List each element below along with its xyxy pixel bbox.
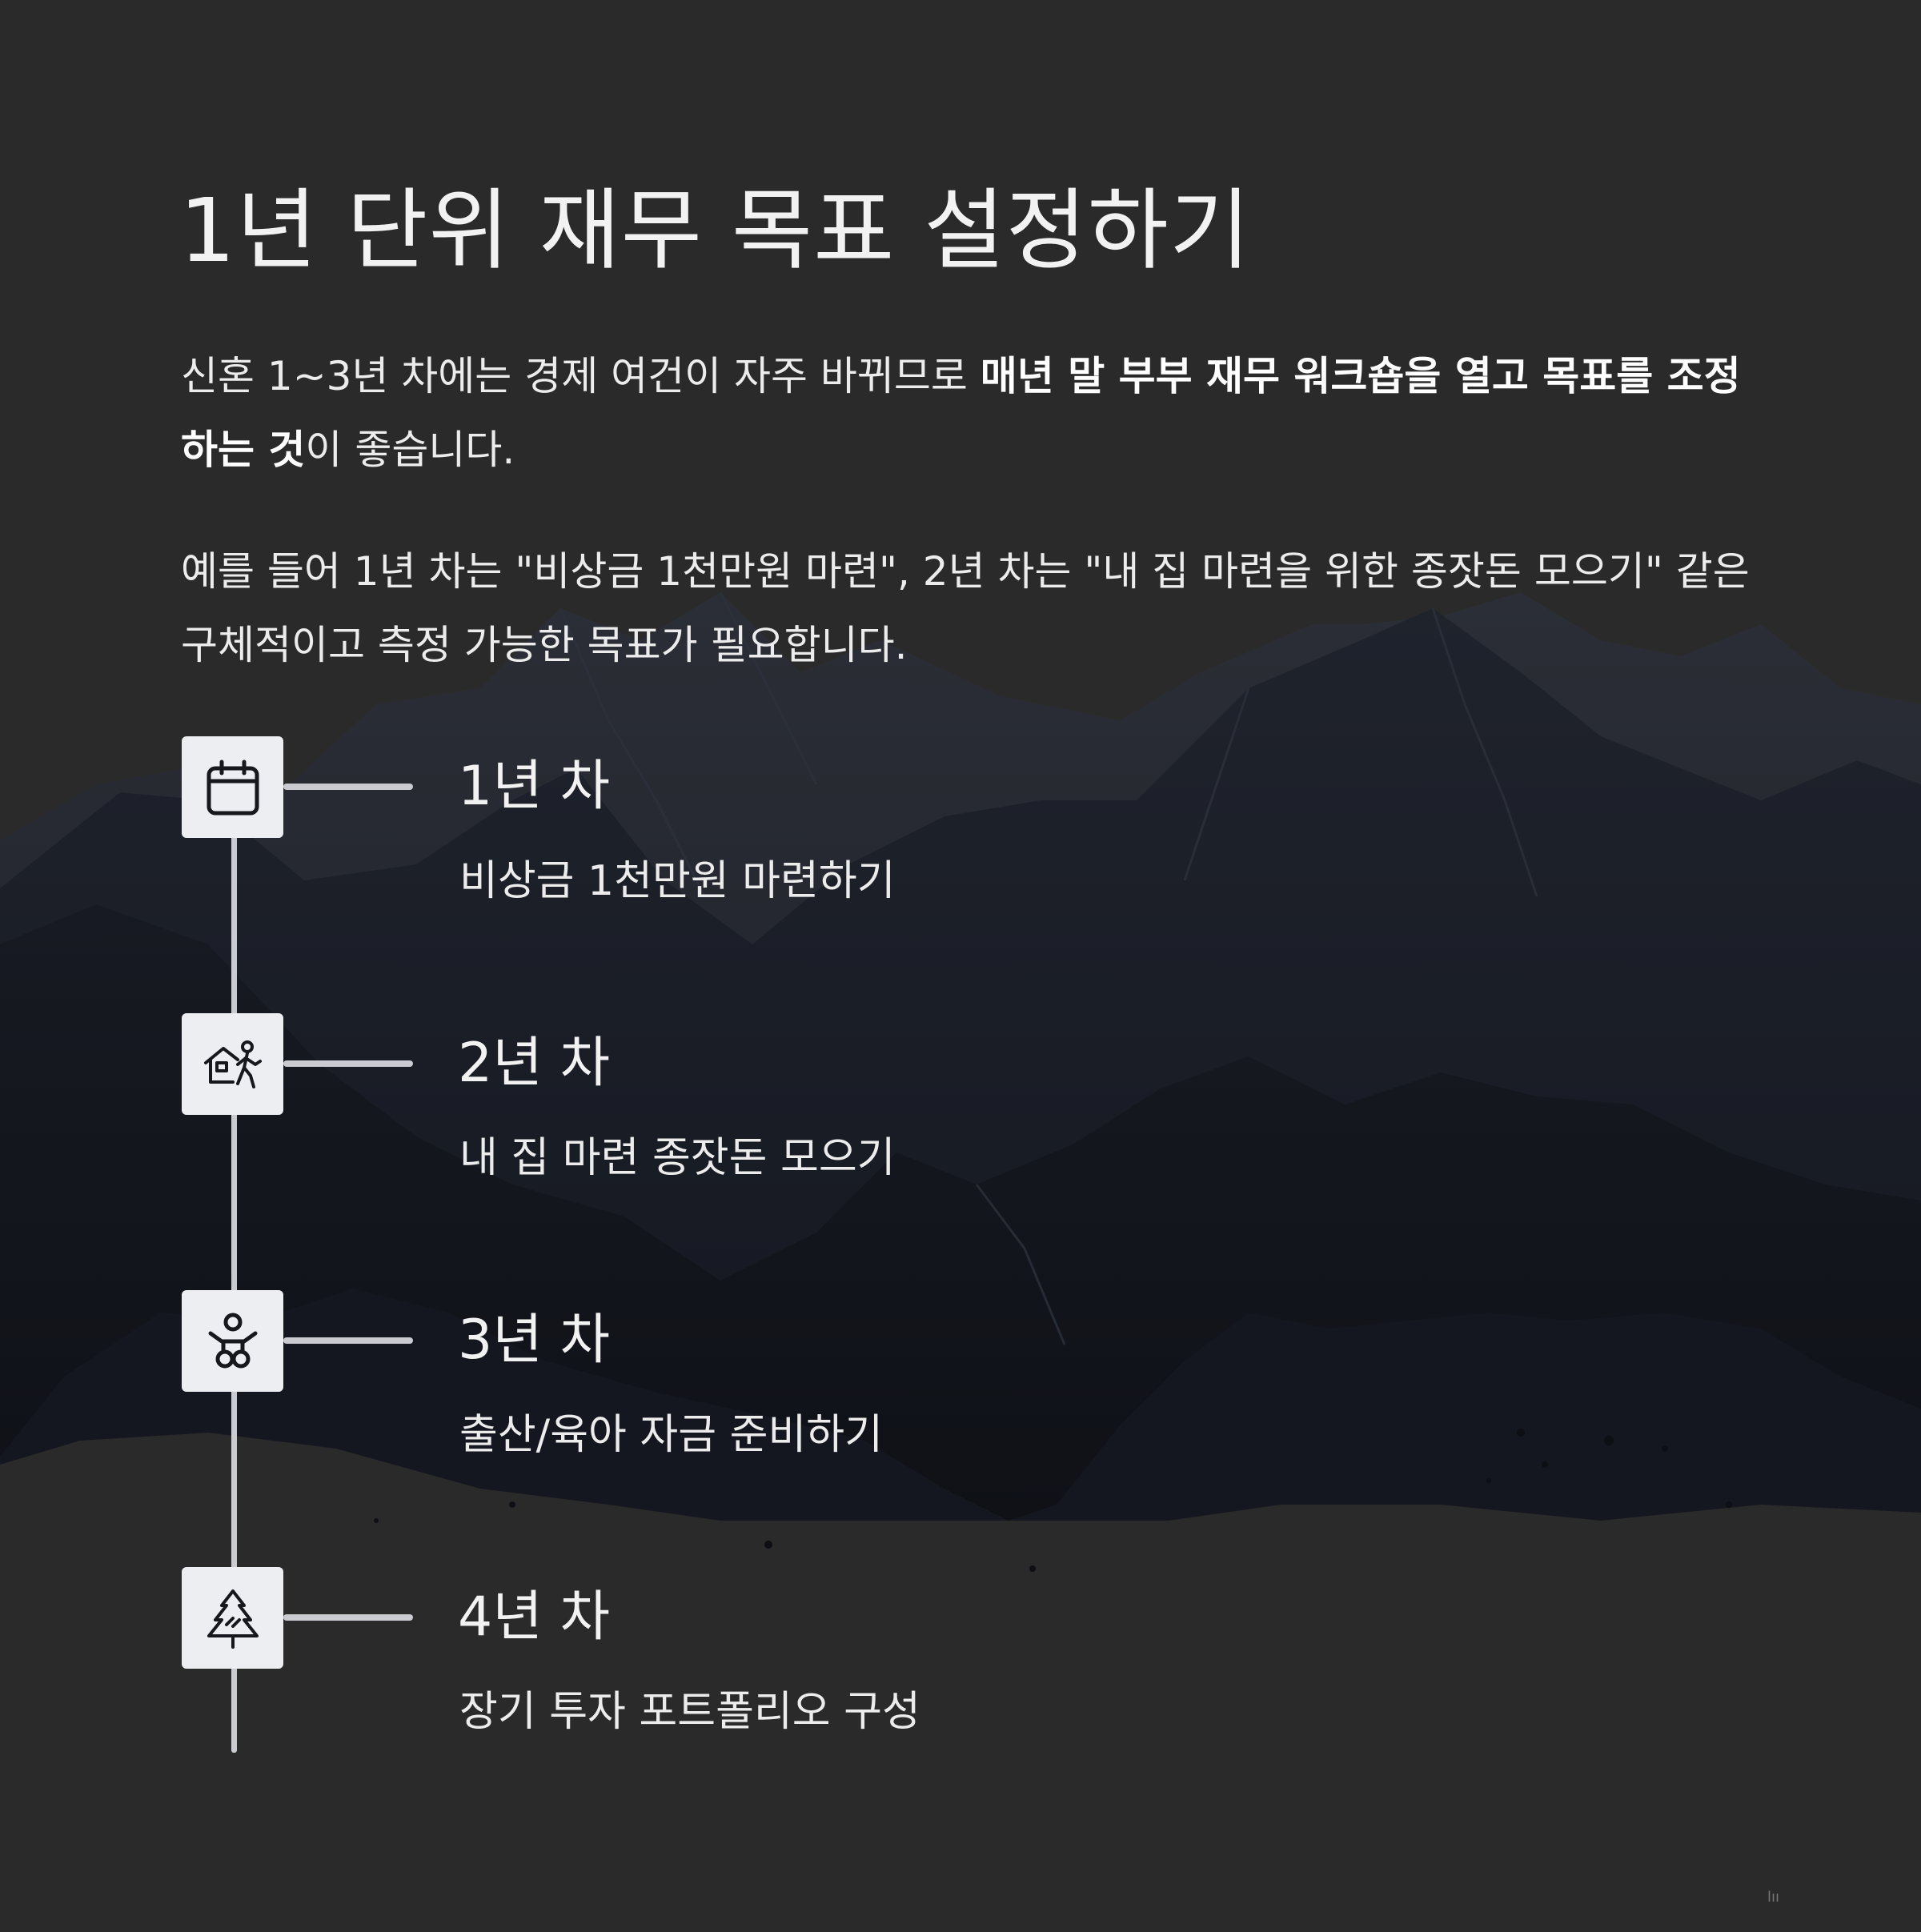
timeline-connector [283, 1060, 413, 1067]
timeline-step-2: 2년 차 내 집 마련 종잣돈 모으기 [0, 1013, 1921, 1221]
step-description: 출산/육아 자금 준비하기 [459, 1411, 883, 1459]
intro-paragraph: 신혼 1~3년 차에는 경제 여건이 자주 바뀌므로 매년 말 부부 재무 워크… [181, 339, 1750, 487]
step-title: 1년 차 [458, 755, 610, 818]
page-title: 1년 단위 재무 목표 설정하기 [179, 179, 1252, 282]
timeline-step-3: 3년 차 출산/육아 자금 준비하기 [0, 1290, 1921, 1498]
step-description: 장기 투자 포트폴리오 구성 [459, 1688, 920, 1736]
watermark: lıı [1767, 1889, 1780, 1906]
timeline-connector [283, 1614, 413, 1621]
intro-text-part2: 이 좋습니다. [305, 427, 515, 473]
step-title: 2년 차 [458, 1032, 610, 1095]
calendar-icon [182, 736, 283, 838]
step-description: 내 집 마련 종잣돈 모으기 [459, 1134, 896, 1182]
step-description: 비상금 1천만원 마련하기 [459, 857, 896, 905]
timeline-step-1: 1년 차 비상금 1천만원 마련하기 [0, 736, 1921, 944]
timeline-step-4: 4년 차 장기 투자 포트폴리오 구성 [0, 1567, 1921, 1775]
step-title: 3년 차 [458, 1309, 610, 1372]
timeline-connector [283, 784, 413, 790]
timeline-vertical-line [231, 800, 237, 1753]
tree-icon [182, 1567, 283, 1669]
timeline-connector [283, 1337, 413, 1344]
house-person-icon [182, 1013, 283, 1115]
intro-text-bold: 매년 말 부부 재무 워크숍을 열고 목표를 조정하는 것 [181, 353, 1741, 473]
intro-text-part1: 신혼 1~3년 차에는 경제 여건이 자주 바뀌므로 [181, 353, 981, 399]
step-title: 4년 차 [458, 1585, 610, 1649]
baby-icon [182, 1290, 283, 1392]
example-paragraph: 예를 들어 1년 차는 "비상금 1천만원 마련", 2년 차는 "내 집 마련… [181, 548, 1750, 668]
